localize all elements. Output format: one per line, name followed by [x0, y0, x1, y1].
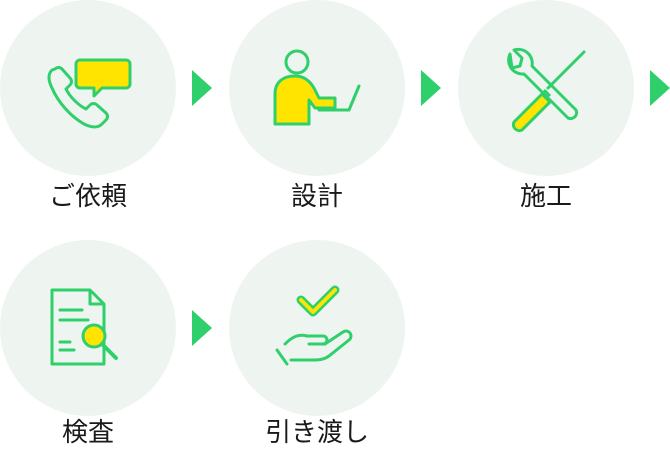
flow-step-request: ご依頼: [0, 0, 180, 230]
flow-arrow-icon: [192, 70, 212, 106]
flow-arrow-icon: [192, 310, 212, 346]
step-circle: [229, 0, 405, 176]
phone-chat-icon: [47, 58, 132, 129]
step-label: 設計: [290, 182, 343, 212]
flow-arrow-icon: [421, 70, 441, 106]
hand-check-icon: [275, 285, 353, 366]
step-circle: [0, 0, 176, 176]
person-laptop-icon: [273, 49, 361, 126]
flow-step-inspection: 検査: [0, 240, 180, 470]
flow-step-construction: 施工: [458, 0, 638, 230]
step-label: 施工: [519, 182, 572, 212]
step-circle: [0, 240, 176, 416]
step-circle: [229, 240, 405, 416]
flow-step-handover: 引き渡し: [229, 240, 409, 470]
flow-arrow-icon: [650, 70, 670, 106]
step-circle: [458, 0, 634, 176]
step-label: 引き渡し: [264, 418, 369, 448]
document-search-icon: [50, 288, 118, 366]
flow-step-design: 設計: [229, 0, 409, 230]
tools-icon: [507, 47, 586, 133]
step-label: ご依頼: [48, 182, 127, 212]
step-label: 検査: [61, 418, 114, 448]
